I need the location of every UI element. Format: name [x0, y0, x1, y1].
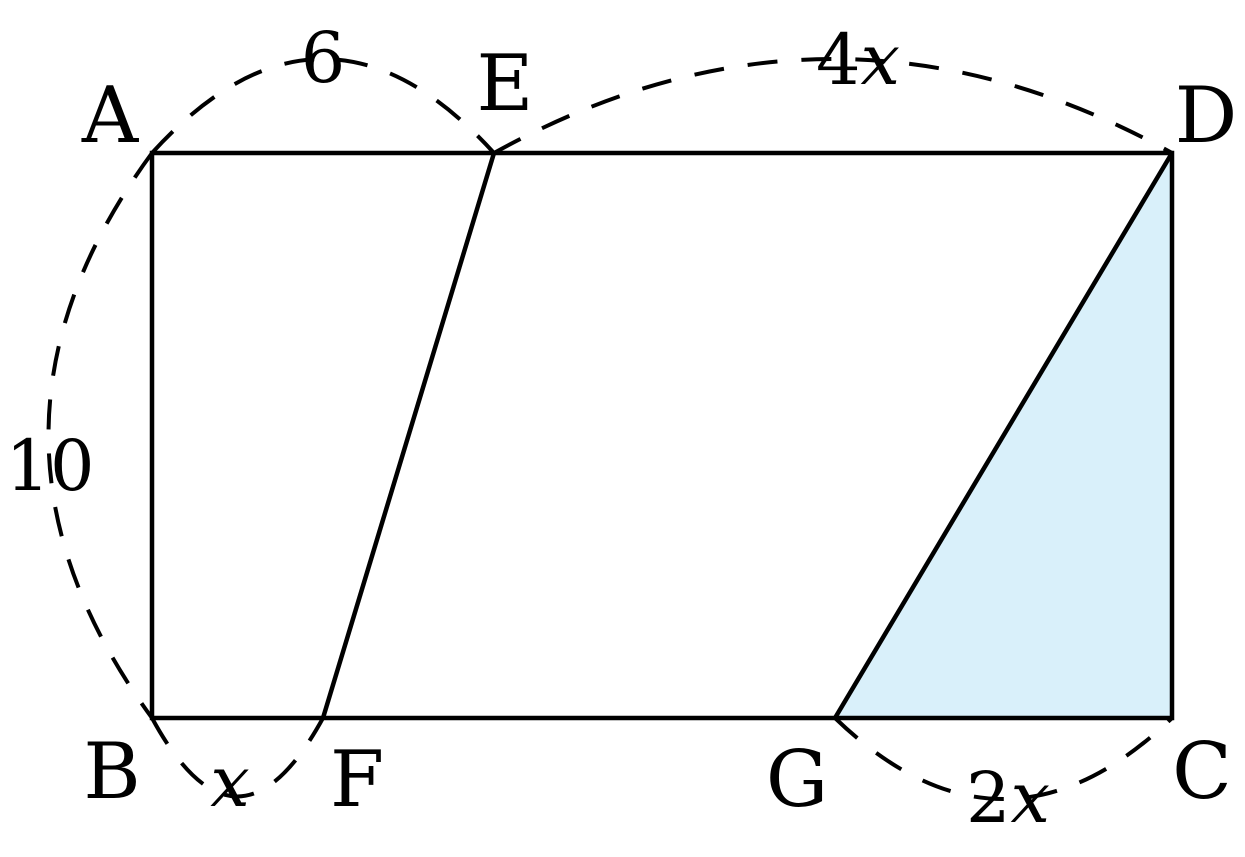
point-label-b: B — [83, 727, 140, 817]
dimension-arc-bf — [150, 717, 325, 799]
point-label-g: G — [766, 735, 828, 825]
measure-label-ed: 4x — [816, 19, 900, 101]
segment-ef — [320, 152, 497, 719]
measure-label-ab: 10 — [5, 425, 94, 507]
rectangle-abcd — [149, 150, 1175, 721]
dimension-arc-gc — [833, 716, 1174, 801]
point-label-c: C — [1172, 727, 1232, 817]
measure-label-bf: x — [210, 741, 249, 823]
dimension-arc-ed — [493, 57, 1173, 155]
point-label-d: D — [1175, 71, 1238, 161]
segment-gd — [833, 151, 1174, 720]
point-label-a: A — [81, 71, 140, 161]
point-label-e: E — [477, 39, 534, 129]
dimension-arc-ae — [150, 57, 496, 155]
point-label-f: F — [330, 735, 384, 825]
measure-label-gc: 2x — [966, 757, 1050, 839]
measure-label-ae: 6 — [301, 17, 346, 99]
